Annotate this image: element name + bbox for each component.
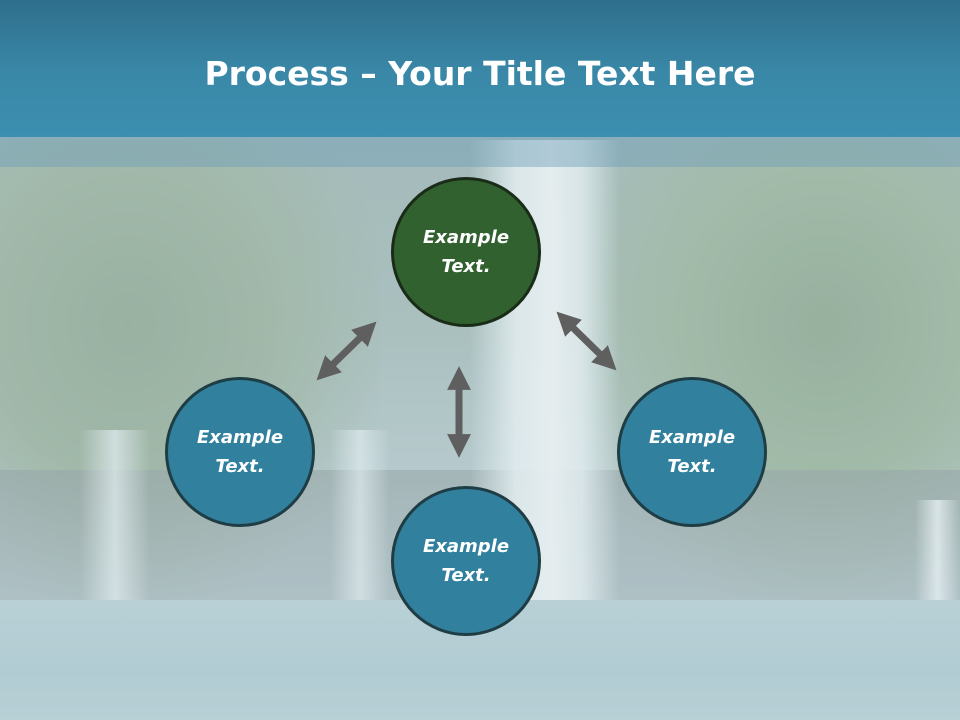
node-top-line2: Text. (441, 256, 491, 277)
double-arrow-right (556, 311, 617, 371)
node-top-line1: Example (422, 227, 510, 248)
title-bold: Process (204, 54, 349, 93)
node-right-line1: Example (648, 427, 736, 448)
title-rest: – Your Title Text Here (348, 54, 756, 93)
small-waterfall-left (80, 430, 150, 630)
title-band (0, 137, 960, 167)
small-waterfall-right (915, 500, 960, 600)
title-bar (0, 0, 960, 137)
small-waterfall-middle (330, 430, 390, 610)
double-arrow-left (316, 321, 377, 381)
node-left-line1: Example (196, 427, 284, 448)
slide-title: Process – Your Title Text Here (0, 52, 960, 96)
node-right-line2: Text. (667, 456, 717, 477)
node-bottom-line1: Example (422, 536, 510, 557)
node-bottom-line2: Text. (441, 565, 491, 586)
node-left-line2: Text. (215, 456, 265, 477)
